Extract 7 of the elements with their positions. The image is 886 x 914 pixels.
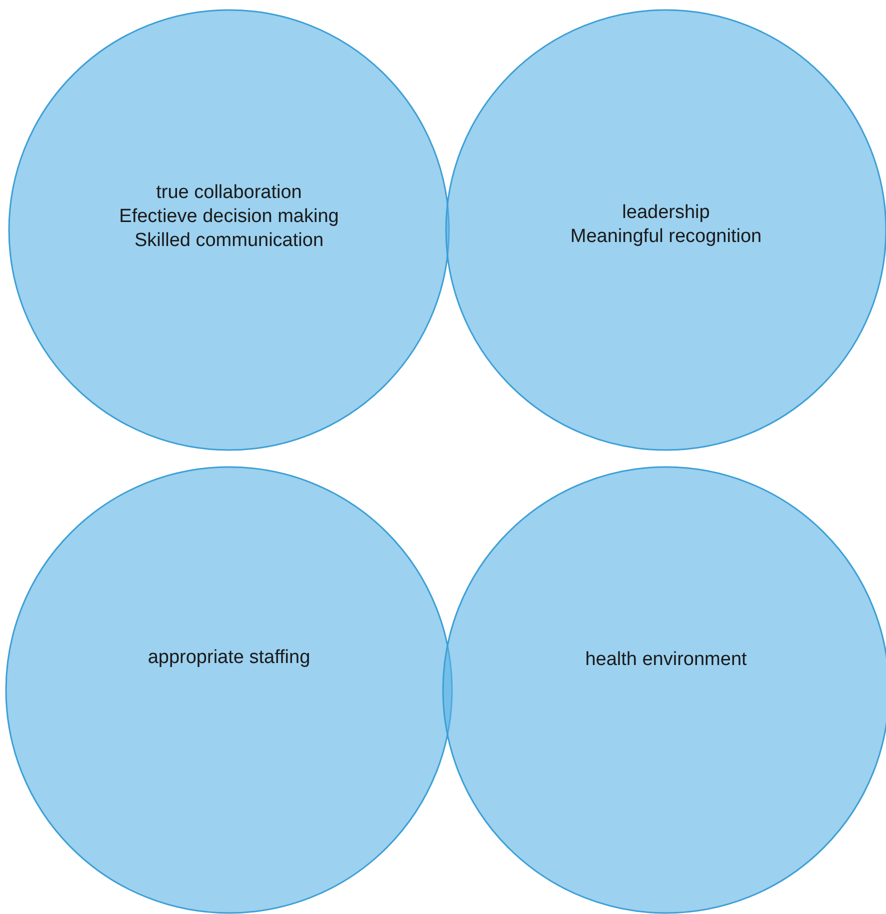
circle-label: Meaningful recognition [570, 225, 762, 249]
circle-label: Efectieve decision making [119, 205, 339, 229]
circle-label: health environment [585, 648, 747, 672]
circle-label: Skilled communication [134, 229, 324, 253]
circle-label: leadership [622, 201, 710, 225]
circle-label: true collaboration [156, 181, 302, 205]
circle-label: appropriate staffing [148, 646, 310, 670]
